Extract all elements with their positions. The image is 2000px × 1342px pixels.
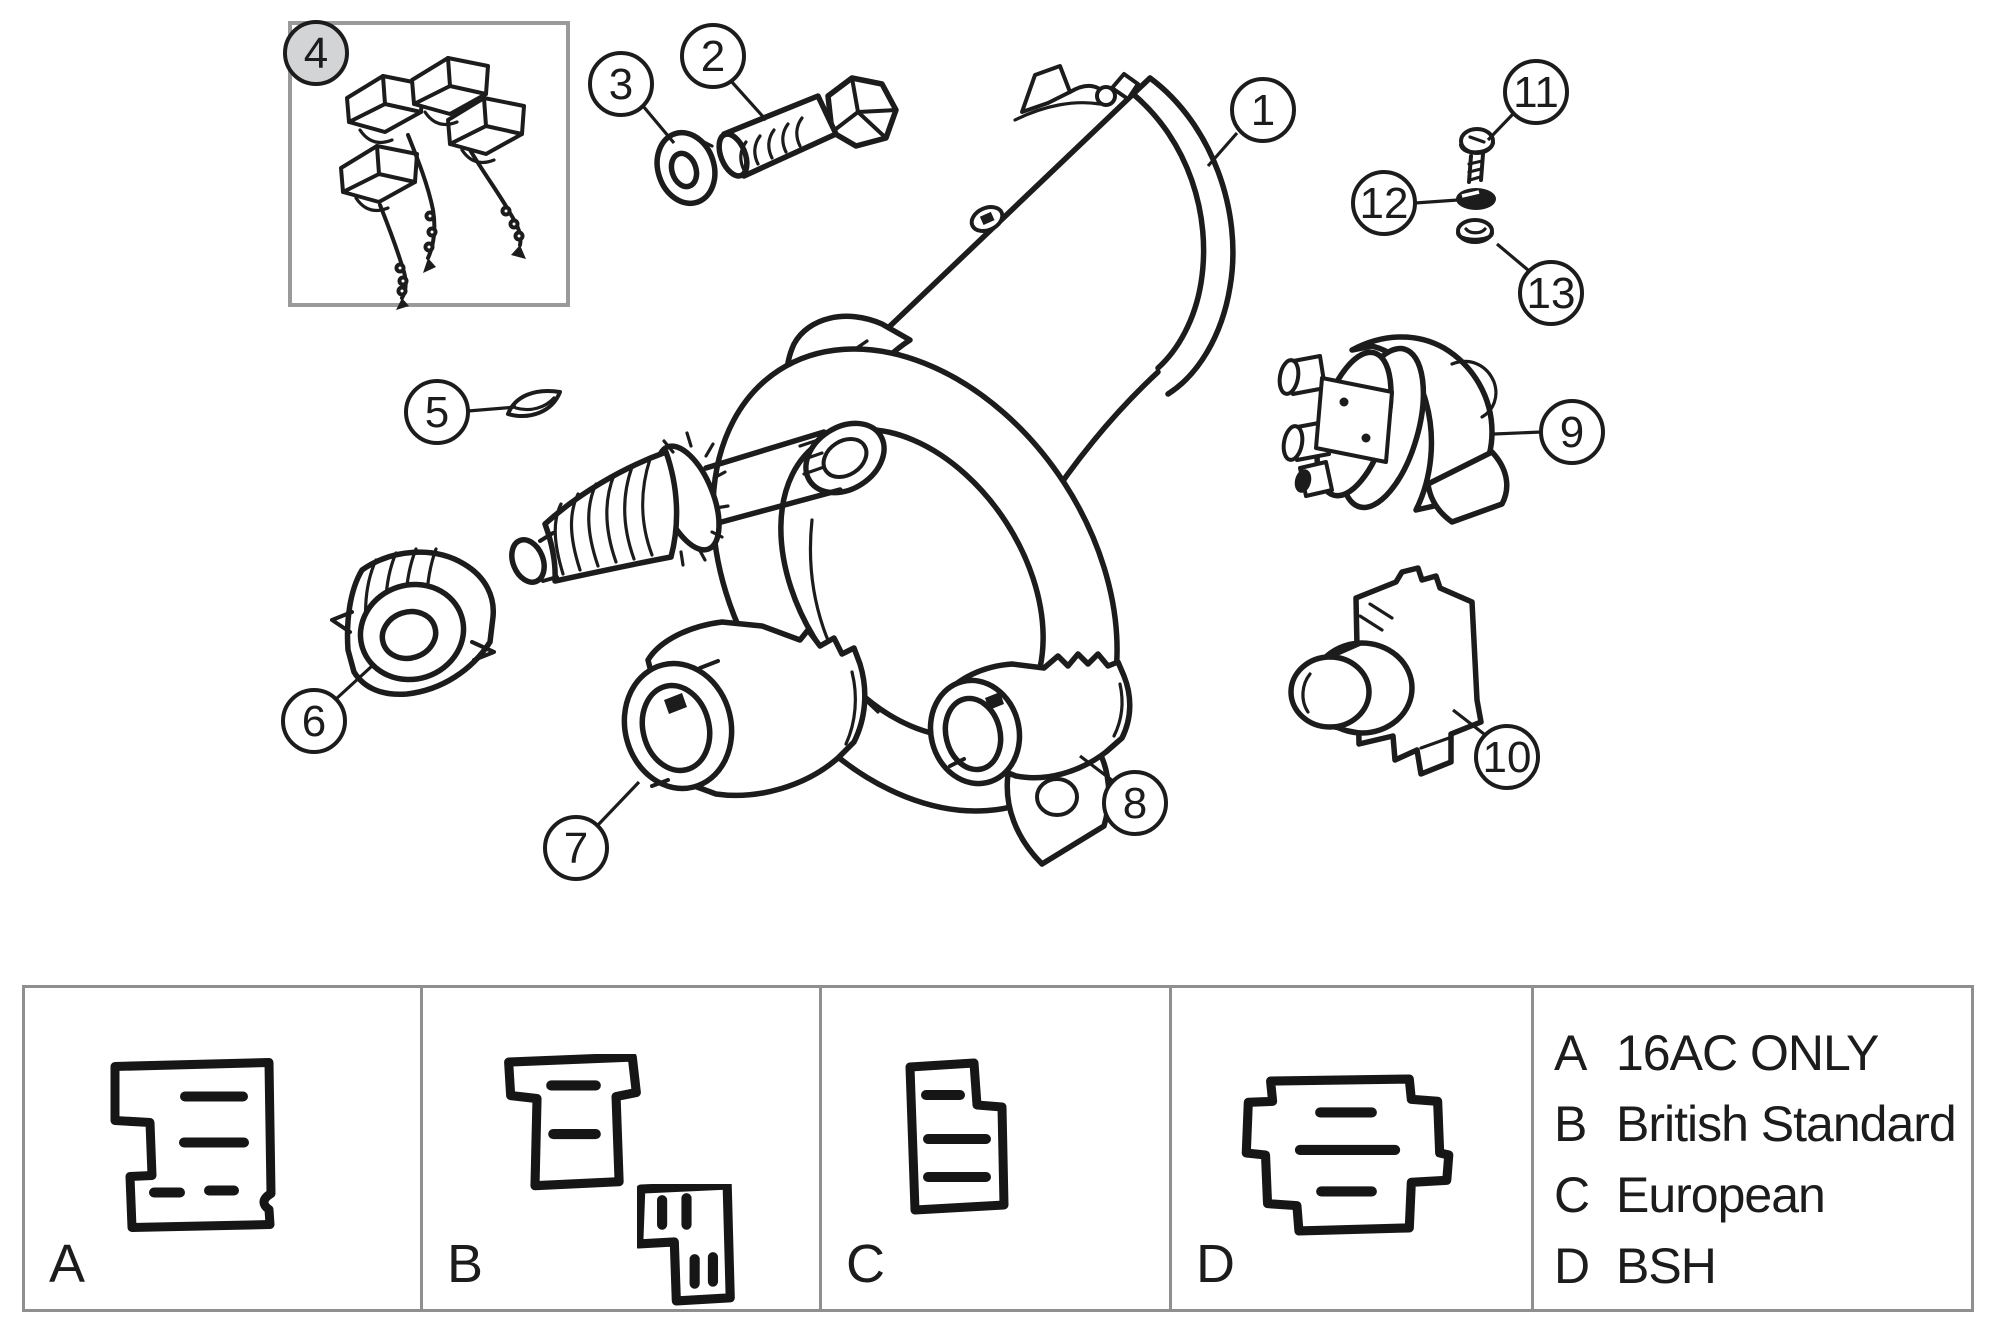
shaft-tip	[509, 537, 547, 585]
callout-10-label: 10	[1483, 733, 1532, 782]
legend-label: BSH	[1616, 1238, 1717, 1294]
connector-shape-c-icon	[905, 1058, 1009, 1215]
legend-row: B British Standard	[1554, 1089, 1971, 1160]
legend-key: A	[1554, 1025, 1587, 1081]
exploded-parts-diagram: 1 2 3 4 5 6 7 8	[281, 20, 1605, 881]
legend-key: B	[1554, 1096, 1587, 1152]
callout-11: 11	[1486, 59, 1569, 142]
drive-clutch	[330, 547, 497, 698]
terminal-cluster	[1013, 64, 1140, 122]
callout-13-label: 13	[1527, 269, 1576, 318]
legend-key: D	[1554, 1238, 1590, 1294]
legend-label: 16AC ONLY	[1616, 1025, 1879, 1081]
callout-3-label: 3	[609, 60, 633, 109]
field-coil-housing	[621, 619, 868, 799]
spring-washer	[1456, 188, 1496, 210]
callout-2-label: 2	[701, 32, 725, 81]
legend-label: British Standard	[1616, 1096, 1957, 1152]
callout-8-label: 8	[1123, 779, 1147, 828]
legend-row: C European	[1554, 1160, 1971, 1231]
callout-4: 4	[283, 20, 349, 86]
callout-10: 10	[1452, 708, 1540, 790]
callout-6: 6	[281, 664, 374, 754]
connector-shape-b2-icon	[637, 1184, 735, 1306]
callout-12: 12	[1351, 170, 1459, 236]
armature-sleeve	[927, 651, 1133, 787]
callout-7-label: 7	[564, 824, 588, 873]
terminal-screw	[1459, 127, 1495, 184]
legend-row: A 16AC ONLY	[1554, 1018, 1971, 1089]
callout-5: 5	[404, 379, 517, 445]
carbon-brushes-drawing	[339, 56, 526, 310]
through-bolt	[716, 75, 899, 179]
connector-cell-a: A	[25, 988, 423, 1309]
terminal-nut	[1456, 218, 1494, 244]
cell-letter-c: C	[846, 1234, 885, 1294]
connector-shape-a-icon	[110, 1058, 276, 1232]
cell-letter-a: A	[49, 1234, 85, 1294]
connector-shape-b1-icon	[504, 1054, 641, 1191]
connector-cell-c: C	[822, 988, 1172, 1309]
bendix-spiral	[542, 449, 680, 584]
inset-box-frame	[288, 21, 570, 307]
callout-11-label: 11	[1513, 68, 1559, 117]
callout-13: 13	[1495, 242, 1584, 326]
legend-key: C	[1554, 1167, 1590, 1223]
connector-shape-d-icon	[1241, 1074, 1454, 1236]
connector-cell-b: B	[423, 988, 822, 1309]
callout-1: 1	[1206, 77, 1296, 168]
connector-cell-d: D	[1172, 988, 1534, 1309]
cell-letter-b: B	[447, 1234, 483, 1294]
callout-9: 9	[1493, 399, 1605, 465]
callout-4-label: 4	[304, 29, 328, 78]
callout-6-label: 6	[302, 697, 326, 746]
connector-legend: A 16AC ONLY B British Standard C Europea…	[1534, 988, 1971, 1309]
callout-5-label: 5	[425, 388, 449, 437]
legend-row: D BSH	[1554, 1231, 1971, 1302]
callout-12-label: 12	[1360, 179, 1409, 228]
callout-2: 2	[680, 23, 768, 122]
connector-type-table: A B C D	[22, 985, 1974, 1312]
cell-letter-d: D	[1196, 1234, 1235, 1294]
callout-3: 3	[588, 51, 676, 145]
callout-8: 8	[1079, 754, 1168, 836]
callout-9-label: 9	[1560, 408, 1584, 457]
drive-shaft-and-bendix	[509, 429, 843, 585]
lock-washer	[654, 129, 718, 207]
legend-label: European	[1616, 1167, 1826, 1223]
end-bracket	[1288, 565, 1484, 777]
brush-set-inset-box	[288, 21, 570, 310]
solenoid	[1277, 334, 1510, 525]
woodruff-key	[506, 389, 562, 418]
callout-7: 7	[543, 780, 641, 881]
callout-1-label: 1	[1251, 86, 1275, 135]
